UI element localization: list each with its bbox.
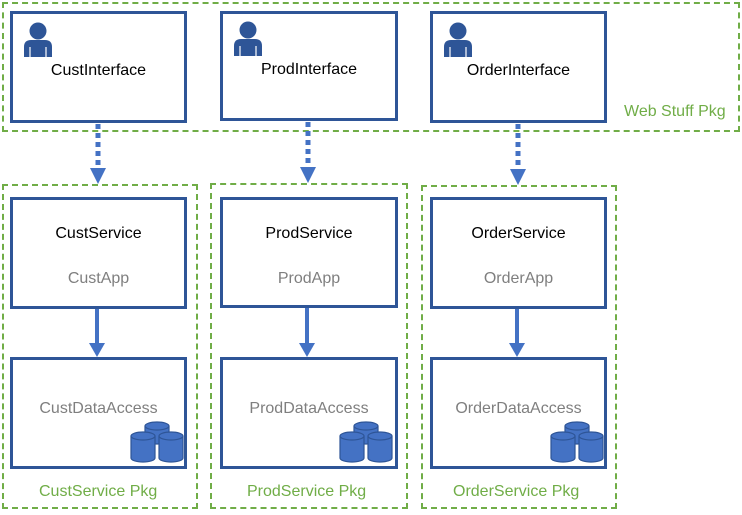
user-icon xyxy=(234,21,262,56)
order-interface-label: OrderInterface xyxy=(466,62,571,79)
prod-service-package xyxy=(210,183,408,509)
call-arrow-cust xyxy=(89,309,105,357)
cust-service-package-label: CustService Pkg xyxy=(39,483,158,500)
dependency-arrow-prod xyxy=(300,122,316,183)
order-service-label: OrderService xyxy=(471,225,566,242)
dependency-arrow-cust xyxy=(90,124,106,184)
user-icon xyxy=(444,22,472,57)
order-service-package xyxy=(421,185,617,509)
call-arrow-prod xyxy=(299,308,315,357)
cust-app-label: CustApp xyxy=(67,270,130,287)
prod-data-access-label: ProdDataAccess xyxy=(249,400,369,417)
prod-service-label: ProdService xyxy=(265,225,353,242)
call-arrow-order xyxy=(509,309,525,357)
prod-interface-box[interactable]: ProdInterface xyxy=(220,11,398,121)
order-service-box[interactable]: OrderService OrderApp xyxy=(430,197,607,309)
prod-app-label: ProdApp xyxy=(277,270,341,287)
cust-service-label: CustService xyxy=(55,225,142,242)
web-stuff-package xyxy=(2,2,740,132)
cust-data-access-label: CustDataAccess xyxy=(39,400,158,417)
order-data-access-label: OrderDataAccess xyxy=(455,400,582,417)
cust-data-access-box[interactable]: CustDataAccess xyxy=(10,357,187,469)
dependency-arrow-order xyxy=(510,124,526,185)
prod-service-box[interactable]: ProdService ProdApp xyxy=(220,197,398,308)
order-data-access-box[interactable]: OrderDataAccess xyxy=(430,357,607,469)
prod-data-access-box[interactable]: ProdDataAccess xyxy=(220,357,398,469)
order-service-package-label: OrderService Pkg xyxy=(453,483,580,500)
order-app-label: OrderApp xyxy=(483,270,554,287)
order-interface-box[interactable]: OrderInterface xyxy=(430,11,607,123)
database-icon xyxy=(550,421,604,463)
cust-service-box[interactable]: CustService CustApp xyxy=(10,197,187,309)
database-icon xyxy=(339,421,393,463)
user-icon xyxy=(24,22,52,57)
cust-service-package xyxy=(2,184,198,509)
prod-service-package-label: ProdService Pkg xyxy=(247,483,367,500)
database-icon xyxy=(130,421,184,463)
web-stuff-package-label: Web Stuff Pkg xyxy=(624,103,726,120)
cust-interface-box[interactable]: CustInterface xyxy=(10,11,187,123)
cust-interface-label: CustInterface xyxy=(50,62,147,79)
prod-interface-label: ProdInterface xyxy=(260,61,358,78)
